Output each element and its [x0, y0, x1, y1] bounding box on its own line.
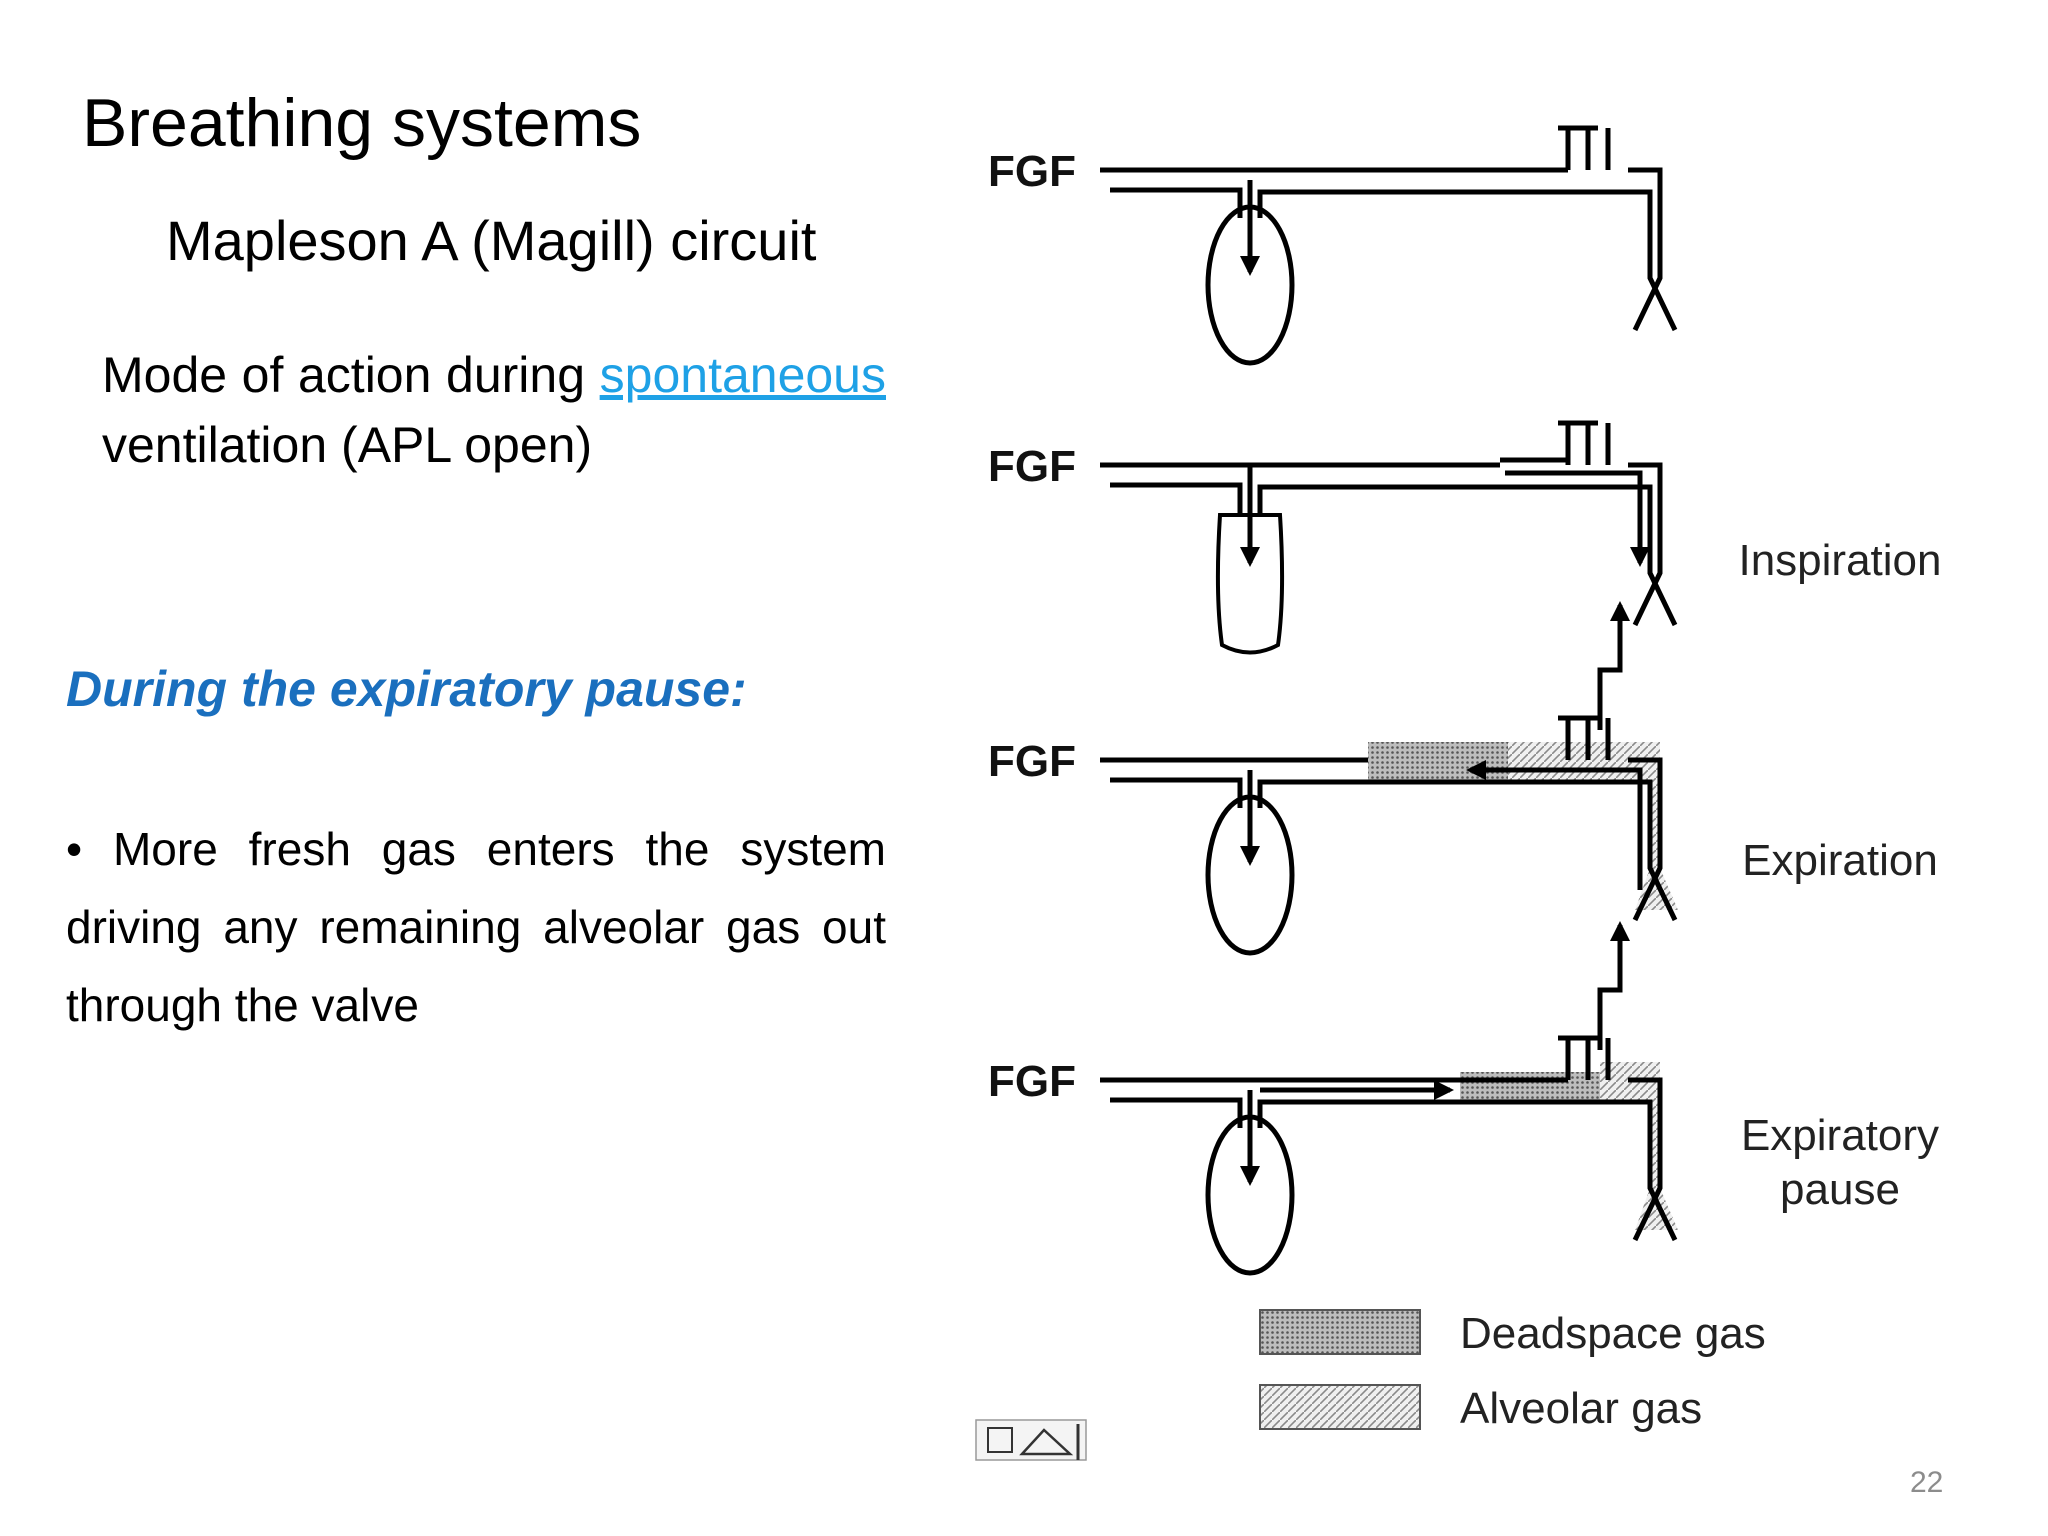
- section-heading: During the expiratory pause:: [66, 661, 747, 717]
- fgf-label: FGF: [988, 147, 1076, 196]
- fgf-label: FGF: [988, 1057, 1076, 1106]
- legend-label-alveolar: Alveolar gas: [1460, 1384, 1702, 1433]
- legend-label-deadspace: Deadspace gas: [1460, 1309, 1766, 1358]
- spontaneous-link[interactable]: spontaneous: [599, 347, 886, 403]
- circuit-phase-inspiration: FGF Inspiration: [988, 420, 1942, 655]
- phase-pause-label-line2: pause: [1780, 1165, 1900, 1214]
- slide-title: Breathing systems: [82, 85, 642, 161]
- diagram-legend: Deadspace gas Alveolar gas: [1259, 1309, 1766, 1433]
- phase-pause-label-line1: Expiratory: [1741, 1111, 1939, 1160]
- phase-expiration-label: Expiration: [1742, 836, 1938, 885]
- fgf-label: FGF: [988, 737, 1076, 786]
- circuit-phase-expiration: FGF Expiration: [988, 601, 1938, 956]
- alveolar-gas-fill: [1600, 1062, 1678, 1230]
- mode-text-line1: Mode of action during: [102, 347, 586, 403]
- legend-swatch-deadspace: [1259, 1309, 1421, 1355]
- phase-inspiration-label: Inspiration: [1738, 536, 1941, 585]
- deadspace-gas-fill: [1460, 1072, 1600, 1102]
- legend-swatch-alveolar: [1259, 1384, 1421, 1430]
- slide-subtitle: Mapleson A (Magill) circuit: [166, 209, 817, 272]
- fgf-label: FGF: [988, 442, 1076, 491]
- toolbar-icon[interactable]: [975, 1419, 1087, 1461]
- page-number: 22: [1910, 1466, 1944, 1499]
- bullet-point: • More fresh gas enters the system drivi…: [66, 823, 886, 1031]
- circuit-phase-expiratory-pause: FGF Expiratory pause: [988, 921, 1939, 1276]
- mode-of-action-text: Mode of action during spontaneous ventil…: [102, 340, 886, 480]
- deadspace-gas-fill: [1368, 742, 1508, 782]
- circuit-phase-1: FGF: [988, 125, 1678, 366]
- mode-text-line2: ventilation (APL open): [102, 417, 593, 473]
- mapleson-a-diagram: FGF FGF Inspiration FGF Expir: [975, 125, 1942, 1461]
